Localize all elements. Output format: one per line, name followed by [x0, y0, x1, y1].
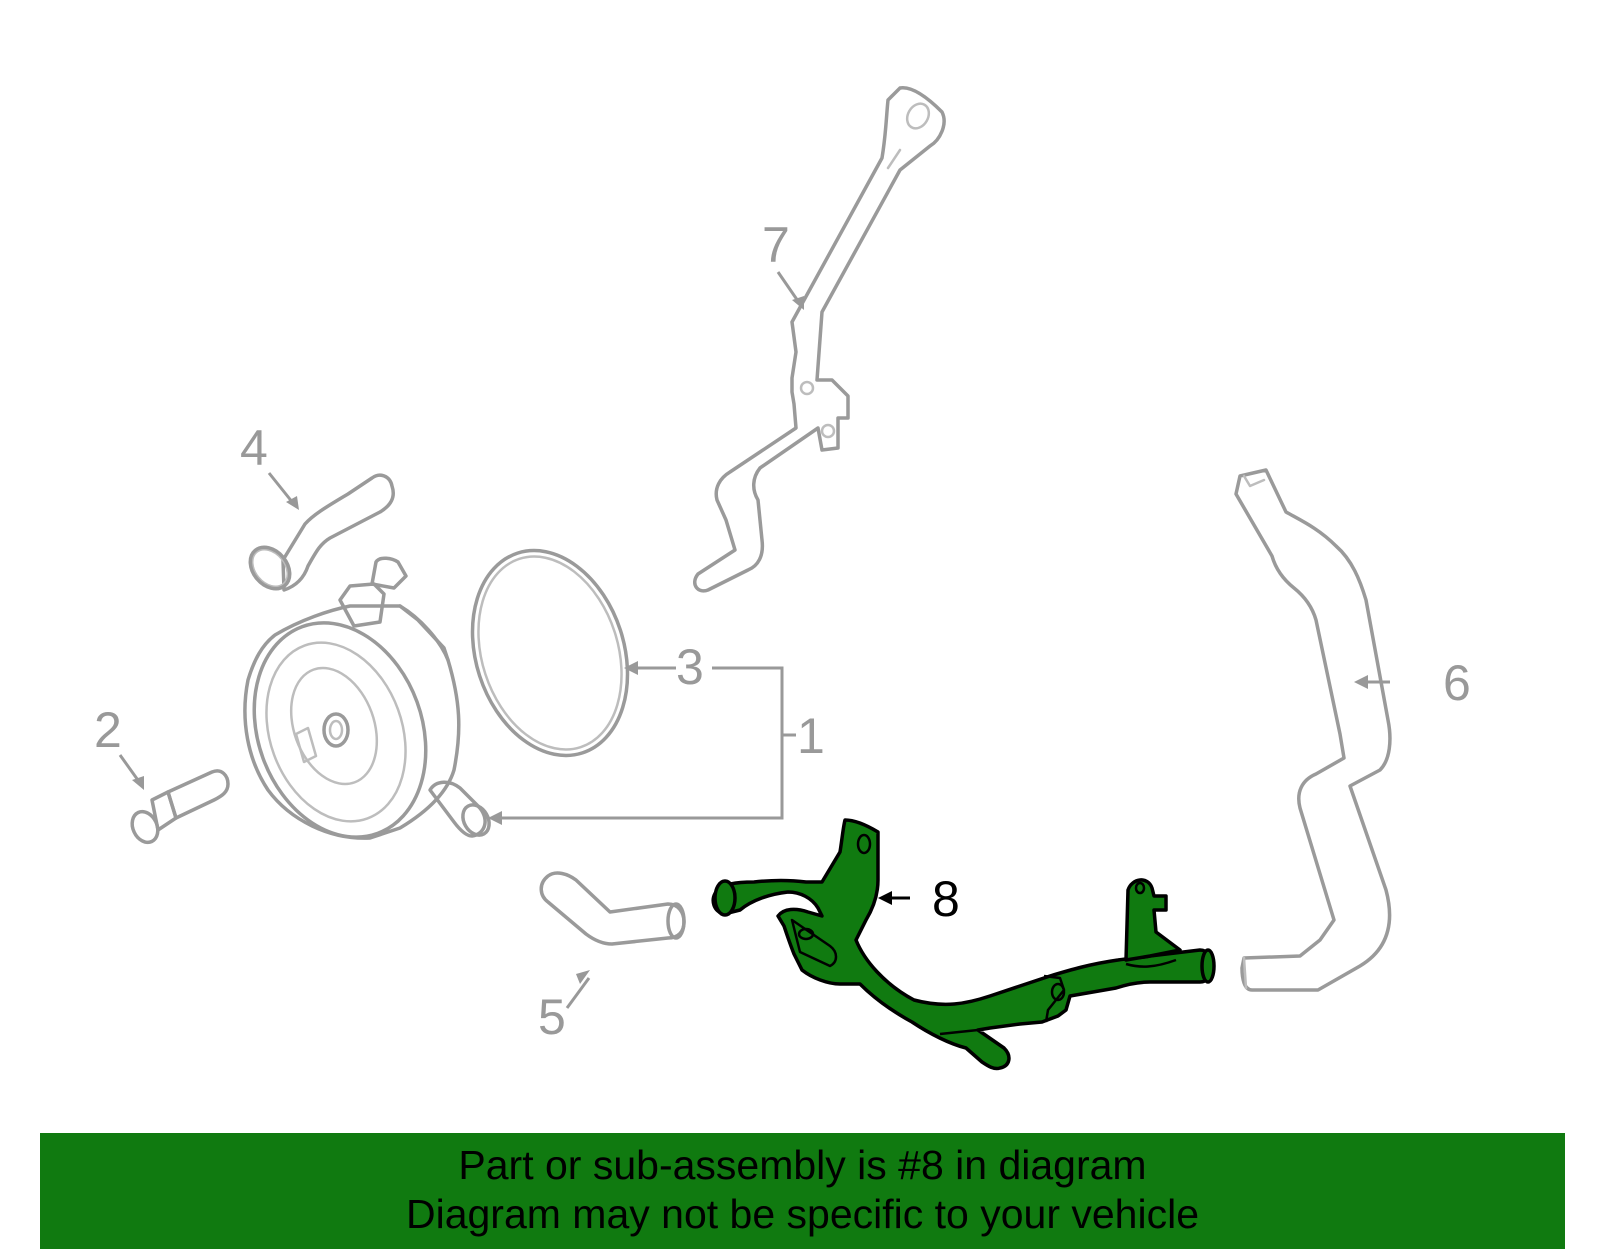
callout-5: 5: [538, 989, 566, 1045]
part-5-hose[interactable]: [539, 871, 686, 946]
part-7-pipe[interactable]: [693, 86, 946, 593]
callout-7: 7: [762, 217, 790, 273]
callout-4: 4: [240, 420, 268, 476]
callout-8: 8: [932, 871, 960, 927]
part-1-oil-cooler[interactable]: [225, 556, 494, 861]
arrowhead-7: [792, 296, 804, 310]
arrowhead-1: [488, 811, 502, 825]
notice-banner: Part or sub-assembly is #8 in diagram Di…: [40, 1133, 1565, 1249]
callout-2: 2: [94, 702, 122, 758]
banner-line-2: Diagram may not be specific to your vehi…: [405, 1191, 1199, 1237]
arrowhead-8: [878, 891, 892, 905]
callout-6: 6: [1443, 655, 1471, 711]
arrowhead-6: [1354, 675, 1368, 689]
leader-lines: [118, 271, 1390, 1009]
callout-3: 3: [676, 639, 704, 695]
part-8-water-pipe[interactable]: [711, 818, 1216, 1071]
banner-line-1: Part or sub-assembly is #8 in diagram: [458, 1142, 1147, 1188]
arrowhead-4: [286, 496, 299, 510]
arrowhead-2: [132, 776, 144, 790]
callout-1: 1: [797, 708, 825, 764]
part-4-hose[interactable]: [242, 473, 395, 596]
part-3-gasket[interactable]: [447, 530, 653, 775]
arrowhead-5: [576, 970, 590, 984]
part-2-bolt[interactable]: [127, 769, 230, 847]
arrowhead-3: [624, 661, 638, 675]
part-6-hose[interactable]: [1234, 468, 1392, 992]
